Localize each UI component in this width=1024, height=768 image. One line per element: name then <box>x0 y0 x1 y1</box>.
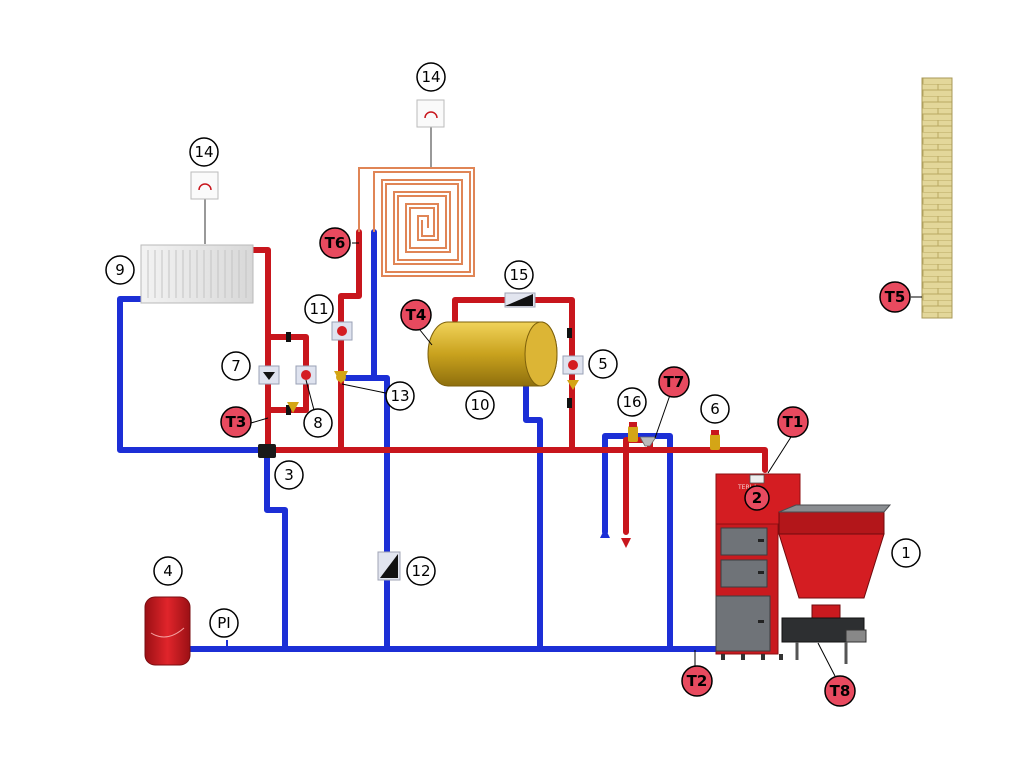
svg-text:15: 15 <box>509 266 528 284</box>
label-pi: PI <box>209 608 239 638</box>
svg-text:T5: T5 <box>885 288 906 306</box>
mixing-valve <box>258 444 276 458</box>
svg-text:6: 6 <box>710 400 720 418</box>
svg-text:12: 12 <box>411 562 430 580</box>
boiler: TERLA <box>715 473 801 660</box>
tank-return-pipe <box>523 383 543 652</box>
svg-text:4: 4 <box>163 562 173 580</box>
safety-valve-6 <box>710 434 720 450</box>
label-1: 1 <box>891 538 921 568</box>
label-t4: T4 <box>400 299 432 331</box>
label-6: 6 <box>700 394 730 424</box>
label-14-radiator: 14 <box>189 137 219 167</box>
label-t2: T2 <box>681 665 713 697</box>
check-valve-8 <box>287 402 299 413</box>
label-11: 11 <box>304 294 334 324</box>
svg-text:PI: PI <box>217 614 230 632</box>
label-t1: T1 <box>777 406 809 438</box>
radiator <box>140 244 254 304</box>
radiator-return-pipe <box>117 296 268 453</box>
svg-text:11: 11 <box>309 300 328 318</box>
label-7: 7 <box>221 351 251 381</box>
expansion-vessel <box>144 596 191 666</box>
floor-supply-pipe <box>338 229 362 453</box>
mixing-return-pipe <box>264 454 288 652</box>
components <box>226 292 720 649</box>
label-13: 13 <box>385 381 415 411</box>
label-t7: T7 <box>658 366 690 398</box>
label-15: 15 <box>504 260 534 290</box>
label-9: 9 <box>105 255 135 285</box>
arrow-down-icon <box>621 538 631 548</box>
main-supply-pipe <box>262 447 768 473</box>
label-3: 3 <box>274 460 304 490</box>
exterior-wall <box>921 77 953 319</box>
label-t3: T3 <box>220 406 252 438</box>
thermostatic-valve-16 <box>628 426 638 442</box>
thermostat-dial-icon <box>424 111 438 119</box>
svg-text:3: 3 <box>284 466 294 484</box>
svg-text:T3: T3 <box>226 413 247 431</box>
svg-text:T6: T6 <box>325 234 346 252</box>
label-5: 5 <box>588 349 618 379</box>
arrow-up-icon <box>600 528 610 538</box>
svg-text:1: 1 <box>901 544 911 562</box>
svg-text:13: 13 <box>390 387 409 405</box>
label-t5: T5 <box>879 281 911 313</box>
label-14-floor: 14 <box>416 62 446 92</box>
label-12: 12 <box>406 556 436 586</box>
svg-text:T8: T8 <box>830 682 851 700</box>
svg-text:T7: T7 <box>664 373 685 391</box>
svg-text:5: 5 <box>598 355 608 373</box>
boiler-brand-text: TERLA <box>737 484 758 491</box>
label-4: 4 <box>153 556 183 586</box>
check-valve-icon <box>505 294 533 306</box>
thermostat-floor <box>416 99 445 168</box>
svg-text:T4: T4 <box>406 306 427 324</box>
fuel-hopper <box>778 504 892 664</box>
svg-text:T2: T2 <box>687 672 708 690</box>
pump-icon <box>263 372 275 380</box>
check-valve-icon <box>380 554 398 578</box>
label-t8: T8 <box>824 675 856 707</box>
label-10: 10 <box>465 390 495 420</box>
thermostat-radiator <box>190 171 219 244</box>
svg-text:8: 8 <box>313 414 323 432</box>
label-8: 8 <box>303 408 333 438</box>
dhw-supply-pipe <box>623 437 653 535</box>
svg-text:2: 2 <box>752 489 762 507</box>
dhw-return-pipe <box>602 433 673 652</box>
underfloor-heating-coil <box>358 167 475 277</box>
pump-icon <box>337 326 347 336</box>
svg-text:7: 7 <box>231 357 241 375</box>
svg-text:9: 9 <box>115 261 125 279</box>
svg-text:14: 14 <box>194 143 213 161</box>
svg-text:T1: T1 <box>783 413 804 431</box>
label-16: 16 <box>617 387 647 417</box>
label-t6: T6 <box>319 227 351 259</box>
floor-return-pipe <box>371 229 390 652</box>
svg-text:16: 16 <box>622 393 641 411</box>
svg-text:10: 10 <box>470 396 489 414</box>
sensor-t7-head <box>639 436 657 447</box>
buffer-tank <box>427 321 558 387</box>
label-2: 2 <box>744 485 770 511</box>
pump-icon <box>568 360 578 370</box>
dhw-flow-arrows <box>600 528 631 548</box>
svg-text:14: 14 <box>421 68 440 86</box>
thermostat-dial-icon <box>198 183 212 191</box>
pump-icon <box>301 370 311 380</box>
